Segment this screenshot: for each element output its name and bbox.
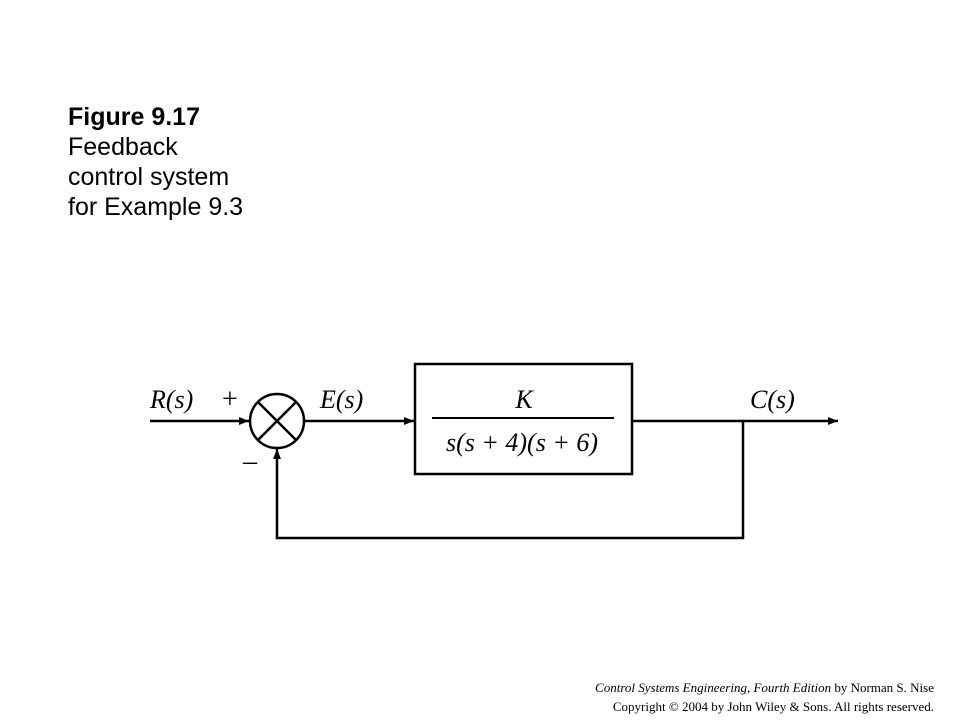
book-author: by Norman S. Nise — [831, 680, 934, 695]
copyright-line: Copyright © 2004 by John Wiley & Sons. A… — [612, 699, 934, 714]
caption-line-1: Feedback — [68, 133, 178, 161]
caption-line-3: for Example 9.3 — [68, 193, 244, 221]
footer-credit: Control Systems Engineering, Fourth Edit… — [595, 678, 934, 716]
input-label: R(s) — [149, 385, 193, 414]
output-label: C(s) — [750, 385, 795, 414]
tf-numerator: K — [514, 385, 534, 414]
plus-sign: + — [222, 384, 238, 415]
figure-number: Figure 9.17 — [68, 103, 200, 131]
tf-denominator: s(s + 4)(s + 6) — [446, 428, 598, 457]
footer-book-line: Control Systems Engineering, Fourth Edit… — [595, 678, 934, 697]
error-label: E(s) — [319, 385, 363, 414]
minus-sign: – — [242, 446, 258, 477]
book-title: Control Systems Engineering, Fourth Edit… — [595, 680, 832, 695]
summing-junction — [248, 392, 306, 450]
figure-caption: Figure 9.17 Feedback control system for … — [68, 102, 243, 222]
feedback-path — [273, 421, 745, 540]
caption-line-2: control system — [68, 163, 230, 191]
